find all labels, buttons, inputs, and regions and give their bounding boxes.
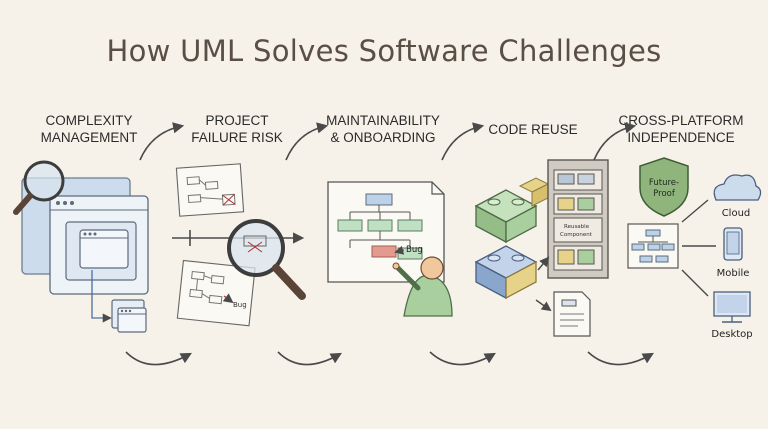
bottom-arrow-3 <box>429 351 496 366</box>
step-label-failure-risk: PROJECT FAILURE RISK <box>191 113 283 145</box>
bottom-arrow-1 <box>125 351 192 366</box>
bug-marker-label: Bug <box>406 245 423 255</box>
bottom-arrow-2 <box>277 351 342 366</box>
shield-label-line1: Future- <box>649 178 679 188</box>
complexity-illustration <box>21 177 149 333</box>
page-title: How UML Solves Software Challenges <box>106 34 662 68</box>
desktop-icon <box>713 291 751 323</box>
lego-block-green <box>474 177 550 244</box>
component-shelf: Reusable Component <box>537 159 609 279</box>
step-label-complexity: COMPLEXITY MANAGEMENT <box>40 113 138 145</box>
connector-arrow-4 <box>593 122 637 161</box>
platform-label-cloud: Cloud <box>722 208 751 219</box>
mobile-icon <box>723 227 743 261</box>
shield-label-line2: Proof <box>653 189 676 199</box>
connector-arrow-1 <box>139 122 185 161</box>
magnifier-icon-large <box>227 219 306 300</box>
platform-label-desktop: Desktop <box>711 329 752 340</box>
bug-sketch-label: Bug <box>233 301 247 309</box>
platform-label-mobile: Mobile <box>717 268 750 279</box>
step-label-maintainability: MAINTAINABILITY & ONBOARDING <box>326 113 440 145</box>
cloud-icon <box>713 174 762 201</box>
uml-diagram-card <box>627 223 679 269</box>
step-label-code-reuse: CODE REUSE <box>488 122 578 137</box>
bottom-arrow-4 <box>587 351 654 366</box>
maintainability-illustration: Bug <box>327 181 445 283</box>
connector-arrow-2 <box>285 122 329 161</box>
magnifier-icon <box>13 160 65 215</box>
failure-risk-illustration: Bug <box>172 163 305 327</box>
connector-arrow-3 <box>441 122 485 161</box>
component-label: Component <box>560 232 593 238</box>
document-icon <box>535 291 591 337</box>
person-icon <box>392 256 453 317</box>
reusable-label: Reusable <box>564 224 590 230</box>
future-proof-shield-icon: Future- Proof <box>639 157 689 217</box>
lego-block-blue <box>474 245 538 300</box>
step-label-cross-platform: CROSS-PLATFORM INDEPENDENCE <box>618 113 744 145</box>
